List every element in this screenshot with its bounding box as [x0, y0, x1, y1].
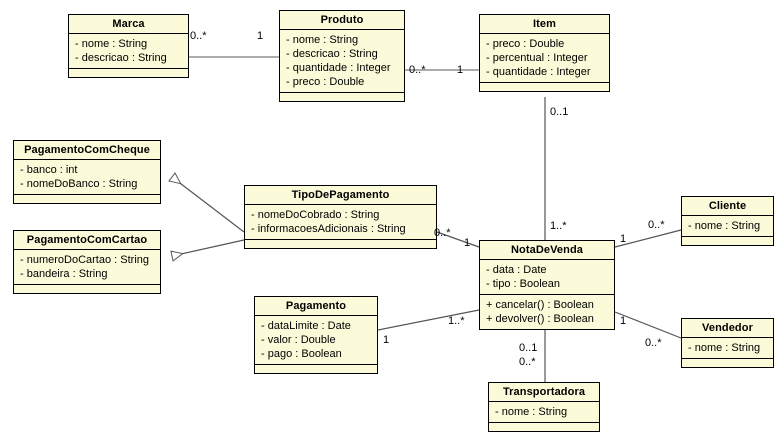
class-name-produto: Produto: [280, 11, 404, 30]
attribute-row: - nome : String: [688, 220, 761, 232]
attribute-row: - banco : int: [20, 164, 78, 176]
class-operations-transportadora: [489, 423, 599, 431]
multiplicity-notadevenda-vendedor-source: 1: [620, 315, 627, 327]
class-name-marca: Marca: [69, 15, 188, 34]
class-operations-item: [480, 83, 609, 91]
class-name-pagamentocomcheque: PagamentoComCheque: [14, 141, 160, 160]
attribute-row: - percentual : Integer: [486, 52, 588, 64]
attribute-row: - nomeDoCobrado : String: [251, 209, 380, 221]
class-attributes-transportadora: - nome : String: [489, 402, 599, 423]
class-box-marca[interactable]: Marca - nome : String - descricao : Stri…: [68, 14, 189, 78]
class-box-produto[interactable]: Produto - nome : String - descricao : St…: [279, 10, 405, 102]
class-attributes-produto: - nome : String - descricao : String - q…: [280, 30, 404, 93]
attribute-row: - descricao : String: [286, 48, 378, 60]
multiplicity-tipodepagamento-notadevenda-source: 0..*: [434, 227, 451, 239]
class-attributes-pagamentocomcheque: - banco : int - nomeDoBanco : String: [14, 160, 160, 195]
class-name-notadevenda: NotaDeVenda: [480, 241, 614, 260]
class-operations-tipodepagamento: [245, 240, 436, 248]
class-operations-produto: [280, 93, 404, 101]
class-operations-pagamentocomcheque: [14, 195, 160, 203]
class-operations-notadevenda: + cancelar() : Boolean + devolver() : Bo…: [480, 295, 614, 329]
attribute-row: - quantidade : Integer: [286, 62, 391, 74]
attribute-row: - preco : Double: [286, 76, 365, 88]
class-box-item[interactable]: Item - preco : Double - percentual : Int…: [479, 14, 610, 92]
attribute-row: - descricao : String: [75, 52, 167, 64]
class-operations-pagamentocomcartao: [14, 285, 160, 293]
operation-row: + devolver() : Boolean: [486, 313, 594, 325]
class-attributes-pagamento: - dataLimite : Date - valor : Double - p…: [255, 316, 377, 365]
multiplicity-produto-item-source: 0..*: [409, 64, 426, 76]
class-attributes-item: - preco : Double - percentual : Integer …: [480, 34, 609, 83]
multiplicity-tipodepagamento-notadevenda-target: 1: [464, 237, 471, 249]
class-attributes-marca: - nome : String - descricao : String: [69, 34, 188, 69]
attribute-row: - preco : Double: [486, 38, 565, 50]
attribute-row: - bandeira : String: [20, 268, 108, 280]
class-name-item: Item: [480, 15, 609, 34]
multiplicity-item-notadevenda-target: 1..*: [550, 220, 567, 232]
class-operations-marca: [69, 69, 188, 77]
multiplicity-produto-item-target: 1: [457, 64, 464, 76]
class-box-tipodepagamento[interactable]: TipoDePagamento - nomeDoCobrado : String…: [244, 185, 437, 249]
edge-tipodepagamento-pagamentocomcheque: [172, 177, 245, 233]
edge-tipodepagamento-pagamentocomcartao: [172, 239, 245, 256]
multiplicity-notadevenda-cliente-source: 1: [620, 233, 627, 245]
attribute-row: - numeroDoCartao : String: [20, 254, 149, 266]
attribute-row: - nome : String: [286, 34, 359, 46]
attribute-row: - nome : String: [75, 38, 148, 50]
class-operations-cliente: [682, 237, 773, 245]
class-box-pagamento[interactable]: Pagamento - dataLimite : Date - valor : …: [254, 296, 378, 374]
multiplicity-marca-produto-target: 1: [257, 30, 264, 42]
multiplicity-notadevenda-vendedor-target: 0..*: [645, 337, 662, 349]
class-box-vendedor[interactable]: Vendedor - nome : String: [681, 318, 774, 368]
class-name-pagamento: Pagamento: [255, 297, 377, 316]
attribute-row: - nome : String: [688, 342, 761, 354]
multiplicity-notadevenda-transportadora-bottom: 0..*: [519, 356, 536, 368]
attribute-row: - quantidade : Integer: [486, 66, 591, 78]
class-attributes-notadevenda: - data : Date - tipo : Boolean: [480, 260, 614, 295]
attribute-row: - pago : Boolean: [261, 348, 342, 360]
class-name-vendedor: Vendedor: [682, 319, 773, 338]
class-operations-pagamento: [255, 365, 377, 373]
class-box-pagamentocomcheque[interactable]: PagamentoComCheque - banco : int - nomeD…: [13, 140, 161, 204]
class-box-cliente[interactable]: Cliente - nome : String: [681, 196, 774, 246]
class-operations-vendedor: [682, 359, 773, 367]
class-name-transportadora: Transportadora: [489, 383, 599, 402]
attribute-row: - tipo : Boolean: [486, 278, 560, 290]
multiplicity-notadevenda-cliente-target: 0..*: [648, 219, 665, 231]
class-box-transportadora[interactable]: Transportadora - nome : String: [488, 382, 600, 432]
class-name-tipodepagamento: TipoDePagamento: [245, 186, 436, 205]
class-attributes-cliente: - nome : String: [682, 216, 773, 237]
attribute-row: - valor : Double: [261, 334, 336, 346]
multiplicity-pagamento-notadevenda-target: 1..*: [448, 315, 465, 327]
multiplicity-notadevenda-transportadora-source: 0..1: [519, 342, 538, 354]
attribute-row: - nomeDoBanco : String: [20, 178, 138, 190]
attribute-row: - dataLimite : Date: [261, 320, 351, 332]
class-attributes-tipodepagamento: - nomeDoCobrado : String - informacoesAd…: [245, 205, 436, 240]
multiplicity-pagamento-notadevenda-source: 1: [383, 334, 390, 346]
class-name-pagamentocomcartao: PagamentoComCartao: [14, 231, 160, 250]
attribute-row: - nome : String: [495, 406, 568, 418]
class-attributes-vendedor: - nome : String: [682, 338, 773, 359]
class-name-cliente: Cliente: [682, 197, 773, 216]
multiplicity-item-notadevenda-source: 0..1: [550, 106, 569, 118]
class-box-notadevenda[interactable]: NotaDeVenda - data : Date - tipo : Boole…: [479, 240, 615, 330]
class-box-pagamentocomcartao[interactable]: PagamentoComCartao - numeroDoCartao : St…: [13, 230, 161, 294]
multiplicity-marca-produto-source: 0..*: [190, 30, 207, 42]
attribute-row: - data : Date: [486, 264, 547, 276]
class-attributes-pagamentocomcartao: - numeroDoCartao : String - bandeira : S…: [14, 250, 160, 285]
operation-row: + cancelar() : Boolean: [486, 299, 594, 311]
attribute-row: - informacoesAdicionais : String: [251, 223, 406, 235]
